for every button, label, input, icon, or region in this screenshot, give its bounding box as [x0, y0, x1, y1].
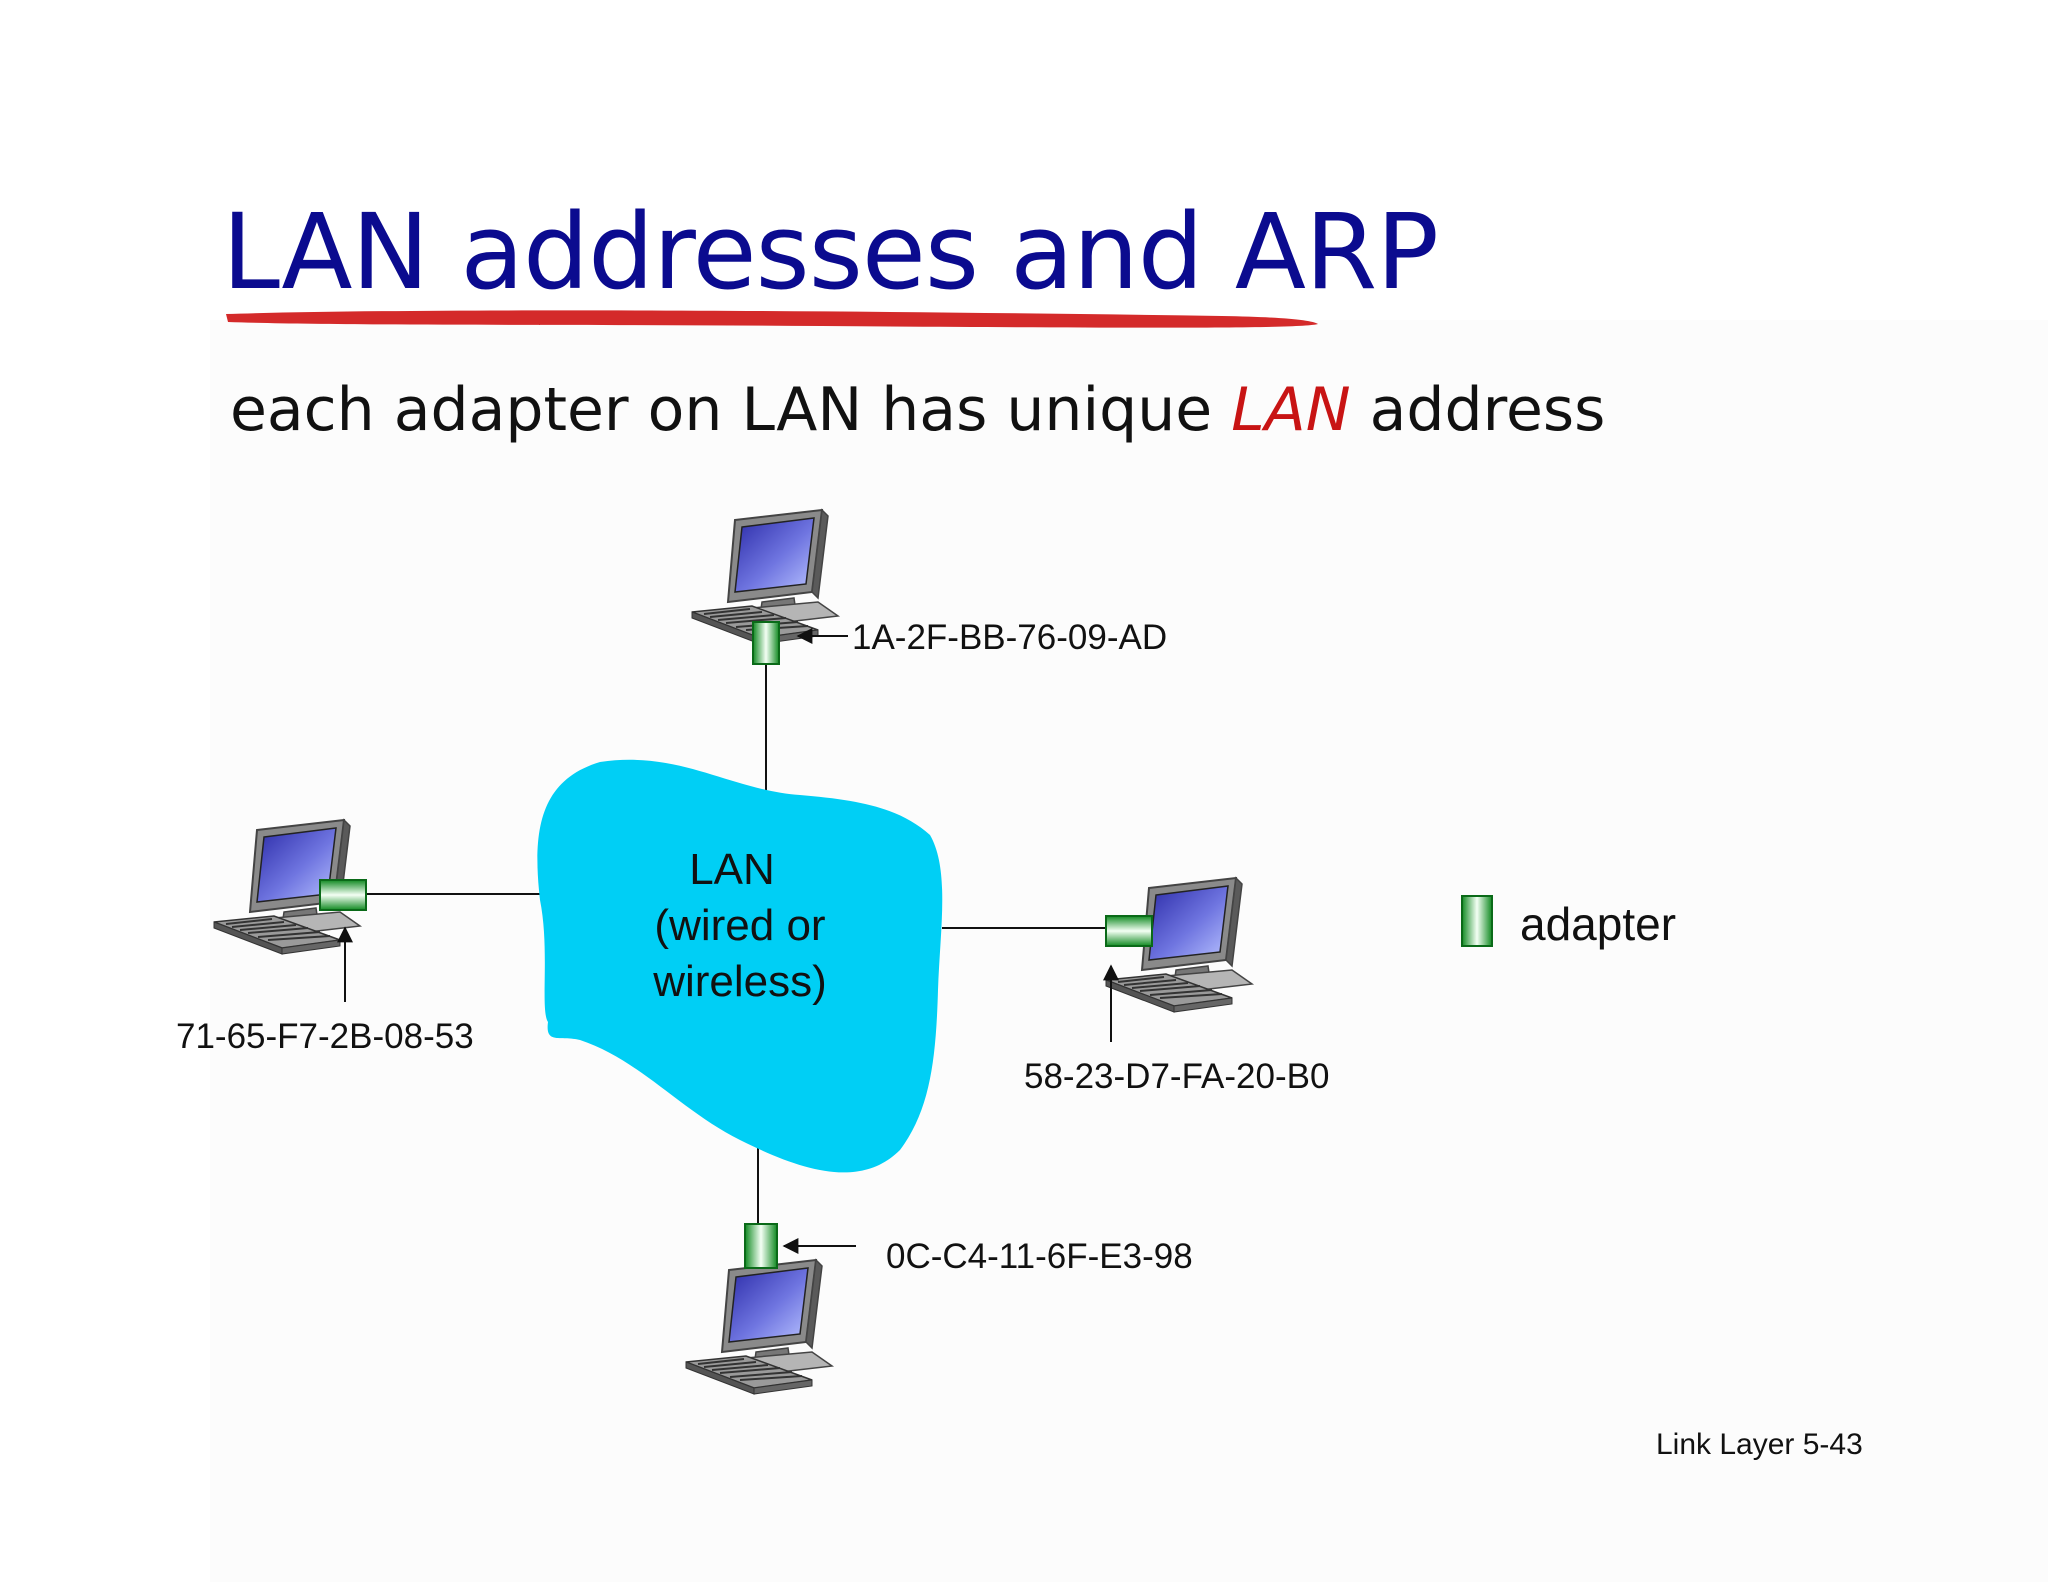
subtitle-text-end: address — [1350, 375, 1606, 445]
slide-subtitle: each adapter on LAN has unique LAN addre… — [230, 380, 1605, 440]
mac-label-left: 71-65-F7-2B-08-53 — [176, 1017, 474, 1056]
title-underline — [226, 310, 1318, 328]
lan-label-line3: wireless) — [652, 957, 827, 1006]
slide-footer: Link Layer 5-43 — [1656, 1428, 1863, 1461]
adapter-icon-bottom — [744, 1223, 778, 1269]
legend-adapter-icon — [1461, 895, 1493, 947]
adapter-icon-left — [319, 879, 367, 911]
mac-label-right: 58-23-D7-FA-20-B0 — [1024, 1057, 1329, 1096]
legend-label: adapter — [1520, 898, 1676, 950]
subtitle-emphasis: LAN — [1231, 375, 1351, 445]
subtitle-text-start: each adapter on LAN has unique — [230, 375, 1232, 445]
lan-cloud — [537, 759, 943, 1173]
slide-title: LAN addresses and ARP — [222, 191, 1439, 313]
adapter-icon-top — [752, 621, 780, 665]
lan-label-line1: LAN — [689, 845, 775, 894]
mac-label-top: 1A-2F-BB-76-09-AD — [852, 618, 1167, 657]
mac-label-bottom: 0C-C4-11-6F-E3-98 — [886, 1237, 1193, 1276]
adapter-icon-right — [1105, 915, 1153, 947]
lan-label-line2: (wired or — [654, 901, 825, 950]
computer-icon-bottom — [685, 1259, 833, 1395]
diagram-panel — [210, 320, 2048, 1582]
